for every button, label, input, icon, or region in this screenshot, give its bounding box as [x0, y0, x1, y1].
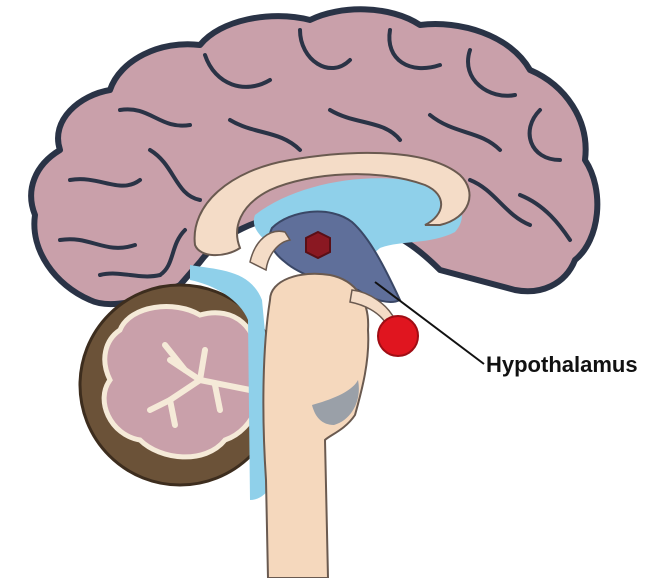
- hypothalamus-marker: [378, 316, 418, 356]
- hypothalamus-label: Hypothalamus: [486, 352, 638, 377]
- brainstem: [263, 274, 368, 578]
- pineal-nucleus: [306, 232, 330, 258]
